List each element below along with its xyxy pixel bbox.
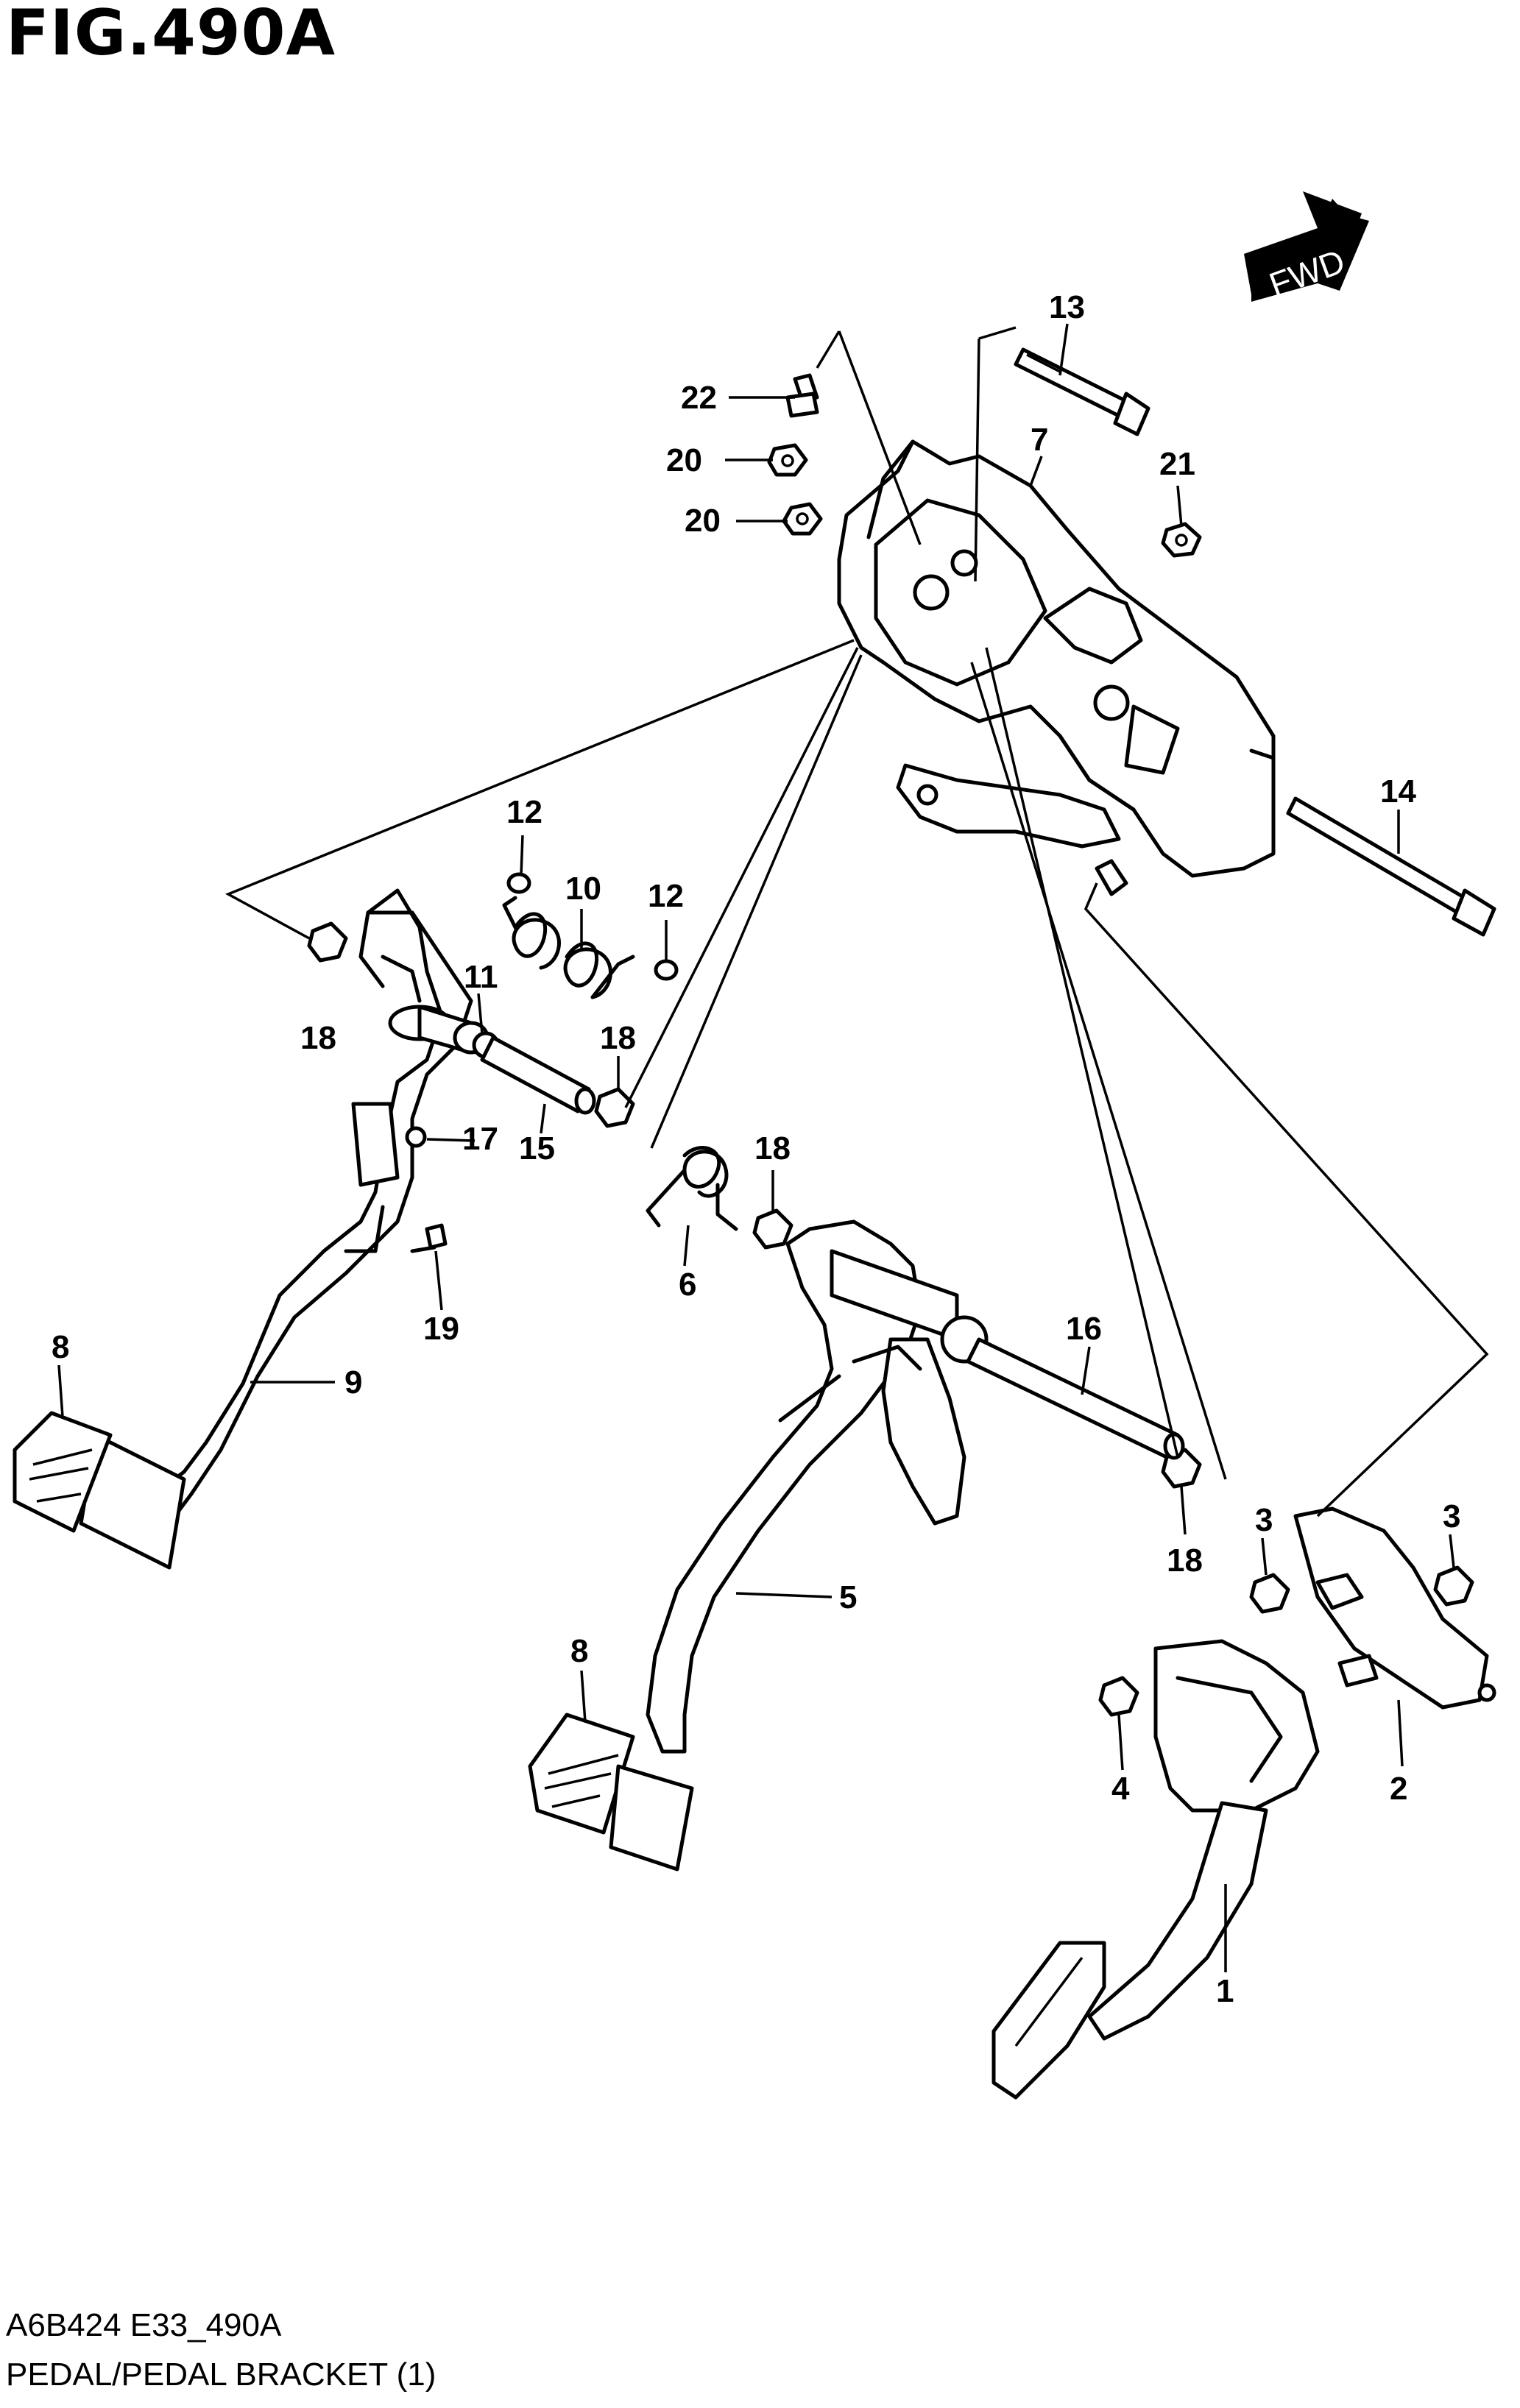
callout-7: 7 xyxy=(1031,422,1048,458)
callout-2: 2 xyxy=(1390,1771,1407,1807)
part-6-spring xyxy=(646,1146,738,1231)
part-5-pad xyxy=(609,1764,694,1871)
part-16-shaft xyxy=(966,1337,1185,1460)
part-13-bolt xyxy=(1014,347,1150,436)
part-1-accelerator-pedal xyxy=(991,1639,1320,2100)
part-10-spring xyxy=(502,896,635,999)
callout-18-shaft: 18 xyxy=(600,1020,636,1056)
figure-caption: PEDAL/PEDAL BRACKET (1) xyxy=(6,2356,436,2393)
callout-20-upper: 20 xyxy=(666,442,702,478)
part-5-pedal xyxy=(646,1219,989,1754)
callout-8-left: 8 xyxy=(52,1329,69,1365)
callout-5: 5 xyxy=(839,1579,857,1615)
part-8-pad-left xyxy=(13,1411,113,1533)
callout-21: 21 xyxy=(1159,446,1195,482)
callout-12-left: 12 xyxy=(506,794,542,830)
callout-labels: 13 22 7 20 21 20 14 12 10 12 11 18 18 17… xyxy=(52,289,1460,2009)
callout-18-left: 18 xyxy=(300,1020,336,1056)
callout-18-mid: 18 xyxy=(754,1130,791,1166)
callout-11: 11 xyxy=(464,959,498,995)
part-17-clip xyxy=(405,1126,427,1148)
callout-17: 17 xyxy=(462,1121,498,1157)
part-21-nut xyxy=(1161,522,1202,558)
part-9-pedal xyxy=(79,888,489,1570)
part-12-bushing-a xyxy=(506,872,531,894)
part-3-nut-b xyxy=(1433,1565,1474,1607)
figure-title: FIG.490A xyxy=(6,0,336,70)
callout-15: 15 xyxy=(519,1130,555,1166)
part-20-nut-upper xyxy=(767,443,808,477)
part-22-bolt xyxy=(785,373,819,418)
callout-3-right: 3 xyxy=(1443,1498,1460,1534)
callout-14: 14 xyxy=(1380,773,1416,810)
callout-1: 1 xyxy=(1216,1973,1234,2009)
part-18-bushing-c xyxy=(752,1208,793,1250)
reference-lines xyxy=(225,326,1489,1518)
callout-18-right: 18 xyxy=(1167,1543,1203,1579)
part-4-nut xyxy=(1098,1676,1139,1717)
part-12-bushing-b xyxy=(654,959,679,981)
callout-8-mid: 8 xyxy=(570,1633,588,1669)
part-8-pad-mid xyxy=(528,1713,635,1835)
callout-20-lower: 20 xyxy=(685,503,721,539)
part-20-nut-lower xyxy=(782,502,823,536)
callout-22: 22 xyxy=(681,380,717,416)
callout-16: 16 xyxy=(1066,1311,1102,1347)
part-3-nut-a xyxy=(1249,1573,1290,1614)
leader-lines xyxy=(57,323,1455,1972)
callout-19: 19 xyxy=(423,1311,459,1347)
part-14-bolt xyxy=(1286,796,1496,937)
pedal-bracket-assembly xyxy=(837,439,1276,896)
part-18-bushing-a xyxy=(307,921,348,963)
callout-10: 10 xyxy=(565,871,601,907)
part-18-bushing-b xyxy=(594,1087,635,1128)
callout-12-right: 12 xyxy=(648,878,684,914)
figure-code: A6B424 E33_490A xyxy=(6,2307,282,2343)
callout-3-left: 3 xyxy=(1255,1502,1273,1538)
part-15-shaft xyxy=(480,1035,596,1115)
callout-13: 13 xyxy=(1049,289,1085,325)
callout-4: 4 xyxy=(1111,1771,1130,1807)
fwd-arrow-icon: FWD xyxy=(1244,191,1369,304)
callout-9: 9 xyxy=(344,1364,362,1400)
part-2-bracket xyxy=(1293,1506,1496,1710)
part-19-bolt xyxy=(410,1223,448,1253)
callout-6: 6 xyxy=(679,1267,696,1303)
